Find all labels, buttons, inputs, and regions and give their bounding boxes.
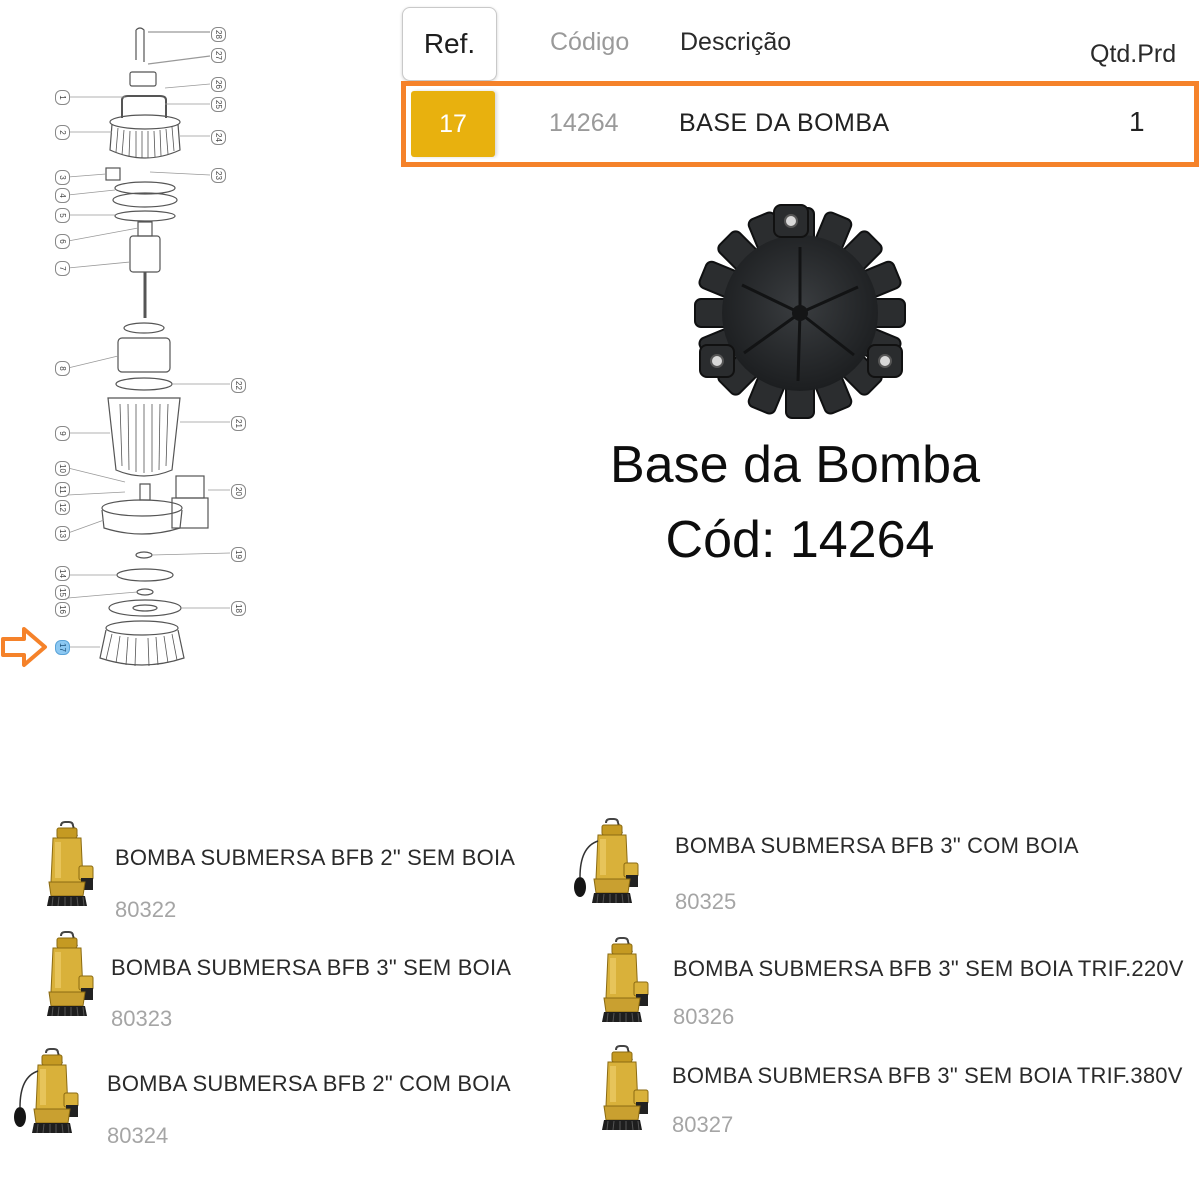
callout-23[interactable]: 23 xyxy=(211,168,226,183)
submersible-pump-icon xyxy=(46,931,94,1017)
callout-10[interactable]: 10 xyxy=(55,461,70,476)
callout-9[interactable]: 9 xyxy=(55,426,70,441)
submersible-pump-icon xyxy=(46,821,94,907)
codigo-column-header[interactable]: Código xyxy=(550,28,630,56)
callout-11[interactable]: 11 xyxy=(55,482,70,497)
product-code: 80326 xyxy=(673,1004,735,1029)
product-code: 80323 xyxy=(111,1006,173,1031)
list-item[interactable]: BOMBA SUBMERSA BFB 3" SEM BOIA TRIF.220V… xyxy=(580,928,1190,1038)
qtd-column-header[interactable]: Qtd.Prd xyxy=(1090,40,1177,68)
callout-22[interactable]: 22 xyxy=(231,378,246,393)
product-code: 80327 xyxy=(672,1112,734,1137)
submersible-pump-float-icon xyxy=(13,1048,79,1134)
callout-7[interactable]: 7 xyxy=(55,261,70,276)
callout-2[interactable]: 2 xyxy=(55,125,70,140)
callout-21[interactable]: 21 xyxy=(231,416,246,431)
product-name: BOMBA SUBMERSA BFB 2" SEM BOIA xyxy=(115,845,516,870)
ref-header-label: Ref. xyxy=(423,28,476,59)
callout-16[interactable]: 16 xyxy=(55,602,70,617)
list-item[interactable]: BOMBA SUBMERSA BFB 2" COM BOIA 80324 xyxy=(10,1045,540,1155)
list-item[interactable]: BOMBA SUBMERSA BFB 3" COM BOIA 80325 xyxy=(570,815,1180,925)
callout-25[interactable]: 25 xyxy=(211,97,226,112)
callout-6[interactable]: 6 xyxy=(55,234,70,249)
callout-18[interactable]: 18 xyxy=(231,601,246,616)
callout-24[interactable]: 24 xyxy=(211,130,226,145)
exploded-view-diagram: 1 2 3 4 5 6 7 8 9 10 11 12 13 14 15 16 1… xyxy=(0,0,260,700)
callout-8[interactable]: 8 xyxy=(55,361,70,376)
part-code-caption: Cód: 14264 xyxy=(665,511,935,569)
descricao-column-header[interactable]: Descrição xyxy=(680,28,792,56)
product-code: 80322 xyxy=(115,897,177,922)
product-name: BOMBA SUBMERSA BFB 3" SEM BOIA TRIF.380V xyxy=(672,1063,1183,1088)
callout-4[interactable]: 4 xyxy=(55,188,70,203)
callout-17-selected[interactable]: 17 xyxy=(55,640,70,655)
part-name-caption: Base da Bomba xyxy=(609,436,981,494)
callout-1[interactable]: 1 xyxy=(55,90,70,105)
ref-cell: 17 xyxy=(411,91,495,157)
submersible-pump-icon xyxy=(601,1045,649,1131)
descricao-cell: BASE DA BOMBA xyxy=(679,109,890,137)
qtd-cell: 1 xyxy=(1129,106,1145,137)
callout-15[interactable]: 15 xyxy=(55,585,70,600)
codigo-cell: 14264 xyxy=(549,109,619,137)
ref-column-header[interactable]: Ref. xyxy=(402,7,497,81)
submersible-pump-float-icon xyxy=(573,818,639,904)
callout-26[interactable]: 26 xyxy=(211,77,226,92)
submersible-pump-icon xyxy=(601,937,649,1023)
callout-27[interactable]: 27 xyxy=(211,48,226,63)
product-code: 80324 xyxy=(107,1123,169,1148)
arrow-right-icon xyxy=(1,627,47,667)
callout-19[interactable]: 19 xyxy=(231,547,246,562)
pump-exploded-drawing xyxy=(67,27,231,667)
callout-28[interactable]: 28 xyxy=(211,27,226,42)
callout-5[interactable]: 5 xyxy=(55,208,70,223)
product-name: BOMBA SUBMERSA BFB 3" COM BOIA xyxy=(675,833,1079,858)
product-name: BOMBA SUBMERSA BFB 2" COM BOIA xyxy=(107,1071,511,1096)
product-code: 80325 xyxy=(675,889,737,914)
callout-3[interactable]: 3 xyxy=(55,170,70,185)
list-item[interactable]: BOMBA SUBMERSA BFB 3" SEM BOIA 80323 xyxy=(25,928,545,1038)
product-name: BOMBA SUBMERSA BFB 3" SEM BOIA TRIF.220V xyxy=(673,956,1184,981)
callout-13[interactable]: 13 xyxy=(55,526,70,541)
list-item[interactable]: BOMBA SUBMERSA BFB 3" SEM BOIA TRIF.380V… xyxy=(580,1040,1190,1150)
list-item[interactable]: BOMBA SUBMERSA BFB 2" SEM BOIA 80322 xyxy=(25,815,545,925)
callout-12[interactable]: 12 xyxy=(55,500,70,515)
selected-part-row[interactable]: 17 14264 BASE DA BOMBA 1 xyxy=(401,81,1199,167)
callout-20[interactable]: 20 xyxy=(231,484,246,499)
pump-base-photo xyxy=(694,204,906,419)
product-name: BOMBA SUBMERSA BFB 3" SEM BOIA xyxy=(111,955,512,980)
callout-14[interactable]: 14 xyxy=(55,566,70,581)
related-products-list: BOMBA SUBMERSA BFB 2" SEM BOIA 80322 BOM… xyxy=(0,800,1200,1200)
